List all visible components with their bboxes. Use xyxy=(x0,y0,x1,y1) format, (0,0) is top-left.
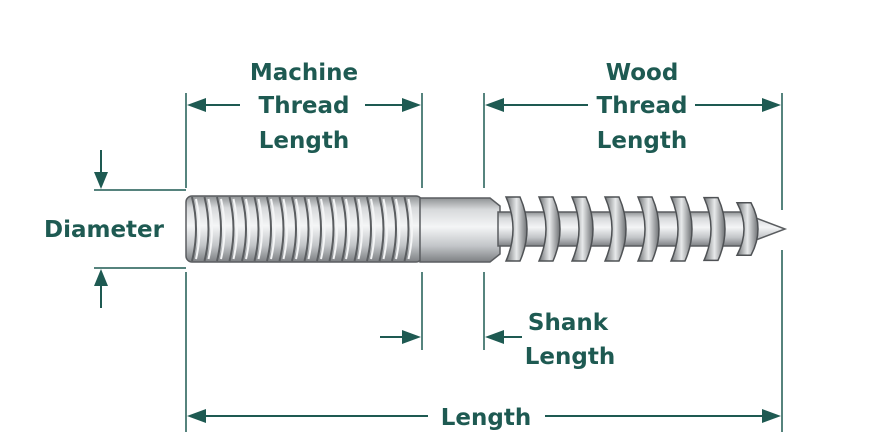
machine-thread-crest xyxy=(391,196,397,262)
machine-thread-highlight xyxy=(282,198,288,260)
machine-thread-crest xyxy=(366,196,372,262)
machine-thread-highlight xyxy=(382,198,388,260)
wood-thread-flute xyxy=(570,196,594,262)
machine-thread-crest xyxy=(241,196,247,262)
wood-thread-flute xyxy=(603,196,627,262)
extension-lines xyxy=(94,93,783,432)
machine-thread-crest xyxy=(278,196,285,262)
wood-thread-length-dimension: Wood Thread Length xyxy=(485,60,781,154)
machine-thread-crest xyxy=(303,196,310,262)
arrow-left-icon xyxy=(187,409,206,423)
overall-length-dimension: Length xyxy=(187,405,781,431)
arrow-left-icon xyxy=(485,98,504,112)
machine-thread-crest xyxy=(253,196,260,262)
machine-thread-highlight xyxy=(332,198,338,260)
shank-label-line2: Length xyxy=(525,344,615,370)
wood-thread-flute xyxy=(504,196,528,262)
machine-thread-crest xyxy=(216,196,222,262)
arrow-left-icon xyxy=(187,98,206,112)
machine-thread-highlight xyxy=(295,198,301,260)
machine-thread-highlight xyxy=(307,198,313,260)
diameter-label: Diameter xyxy=(44,217,165,243)
arrow-left-icon xyxy=(485,330,504,344)
machine-thread-label-line2: Thread xyxy=(259,93,350,119)
arrow-up-icon xyxy=(94,269,108,286)
machine-thread-highlight xyxy=(257,198,263,260)
machine-thread-crest xyxy=(266,196,272,262)
machine-thread-highlight xyxy=(357,198,363,260)
machine-thread-section xyxy=(185,195,423,263)
machine-thread-crest xyxy=(228,196,235,262)
machine-thread-crest xyxy=(191,196,197,262)
machine-thread-highlight xyxy=(207,198,213,260)
wood-thread-label-line2: Thread xyxy=(597,93,688,119)
machine-thread-crest xyxy=(403,196,410,262)
shank-length-dimension: Shank Length xyxy=(380,310,615,370)
length-label: Length xyxy=(441,405,531,431)
machine-thread-label-line1: Machine xyxy=(250,60,358,86)
arrow-right-icon xyxy=(402,98,421,112)
wood-thread-section xyxy=(497,196,788,262)
machine-thread-crest xyxy=(378,196,385,262)
machine-thread-highlight xyxy=(345,198,351,260)
screw-illustration xyxy=(185,195,788,263)
machine-thread-highlight xyxy=(407,198,413,260)
machine-thread-highlight xyxy=(245,198,251,260)
machine-thread-crest xyxy=(341,196,347,262)
machine-thread-crest xyxy=(353,196,360,262)
wood-thread-flute xyxy=(735,202,759,256)
machine-thread-crest xyxy=(203,196,210,262)
machine-thread-label-line3: Length xyxy=(259,128,349,154)
machine-thread-crest xyxy=(316,196,322,262)
wood-thread-flute xyxy=(669,196,693,262)
machine-thread-crest xyxy=(328,196,335,262)
wood-thread-flute xyxy=(636,196,660,262)
machine-thread-highlight xyxy=(395,198,401,260)
shank-section xyxy=(419,197,501,263)
wood-thread-label-line3: Length xyxy=(597,128,687,154)
arrow-right-icon xyxy=(762,409,781,423)
wood-thread-label-line1: Wood xyxy=(606,60,679,86)
machine-thread-highlight xyxy=(232,198,238,260)
machine-thread-highlight xyxy=(270,198,276,260)
machine-thread-highlight xyxy=(370,198,376,260)
shank-label-line1: Shank xyxy=(528,310,609,336)
arrow-right-icon xyxy=(402,330,421,344)
arrow-down-icon xyxy=(94,172,108,189)
wood-thread-flute xyxy=(537,196,561,262)
machine-thread-crest xyxy=(291,196,297,262)
diameter-dimension: Diameter xyxy=(44,150,165,308)
machine-thread-highlight xyxy=(320,198,326,260)
machine-thread-highlight xyxy=(220,198,226,260)
machine-thread-length-dimension: Machine Thread Length xyxy=(187,60,421,154)
machine-thread-highlight xyxy=(195,198,201,260)
wood-thread-flute xyxy=(702,196,726,262)
arrow-right-icon xyxy=(762,98,781,112)
